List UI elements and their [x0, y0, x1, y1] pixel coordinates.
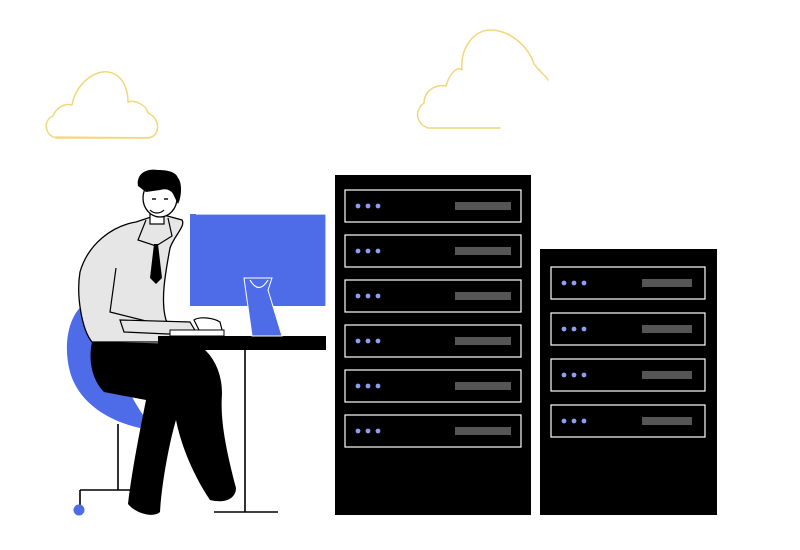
drive-bay [344, 414, 522, 448]
drive-led [355, 383, 361, 389]
monitor-bezel-edge [196, 213, 327, 306]
drive-frame [550, 266, 706, 300]
drive-led [375, 293, 381, 299]
drive-led [571, 280, 577, 286]
drive-led [375, 203, 381, 209]
drive-led [561, 326, 567, 332]
hair [137, 169, 181, 204]
cloud-icon-left [45, 71, 159, 139]
desktop-monitor-icon [190, 213, 327, 337]
drive-led [365, 248, 371, 254]
drive-bar [455, 247, 511, 255]
rack-small-drives [550, 266, 706, 438]
drive-led [355, 338, 361, 344]
tie [150, 244, 162, 284]
drive-bar [642, 371, 692, 379]
drive-led [571, 418, 577, 424]
drive-led [561, 372, 567, 378]
drive-led [375, 248, 381, 254]
drive-led [375, 428, 381, 434]
pants [90, 342, 236, 515]
rack-large-drives [344, 189, 522, 448]
drive-led [355, 248, 361, 254]
desk [158, 329, 326, 513]
keyboard [169, 329, 225, 337]
drive-led [375, 383, 381, 389]
monitor-stand-notch [249, 279, 269, 289]
drive-bar [455, 202, 511, 210]
drive-bay [550, 312, 706, 346]
drive-bar [642, 279, 692, 287]
drive-bay [344, 189, 522, 223]
drive-led [355, 203, 361, 209]
drive-bay [550, 266, 706, 300]
drive-bar [455, 382, 511, 390]
drive-bay [344, 279, 522, 313]
desk-top [158, 336, 326, 350]
drive-led [581, 372, 587, 378]
shirt-fold [109, 267, 159, 325]
monitor-stand [243, 277, 283, 337]
drive-led [375, 338, 381, 344]
drive-led [355, 428, 361, 434]
drive-bay [344, 234, 522, 268]
drive-bar [455, 337, 511, 345]
drive-led [365, 383, 371, 389]
cloud-icon-right [416, 29, 549, 129]
person [78, 169, 236, 515]
drive-led [581, 326, 587, 332]
drive-led [571, 326, 577, 332]
chair-wheel [73, 504, 85, 516]
drive-bar [455, 427, 511, 435]
drive-led [365, 338, 371, 344]
drive-led [365, 203, 371, 209]
drive-bay [344, 324, 522, 358]
smile [149, 209, 165, 214]
drive-led [561, 418, 567, 424]
drive-led [365, 428, 371, 434]
drive-led [355, 293, 361, 299]
drive-bar [642, 325, 692, 333]
drive-bay [550, 404, 706, 438]
drive-led [365, 293, 371, 299]
drive-bay [344, 369, 522, 403]
drive-led [561, 280, 567, 286]
drive-bay [550, 358, 706, 392]
drive-bar [642, 417, 692, 425]
drive-led [581, 280, 587, 286]
hand [193, 317, 223, 333]
drive-bar [455, 292, 511, 300]
drive-led [571, 372, 577, 378]
drive-led [581, 418, 587, 424]
